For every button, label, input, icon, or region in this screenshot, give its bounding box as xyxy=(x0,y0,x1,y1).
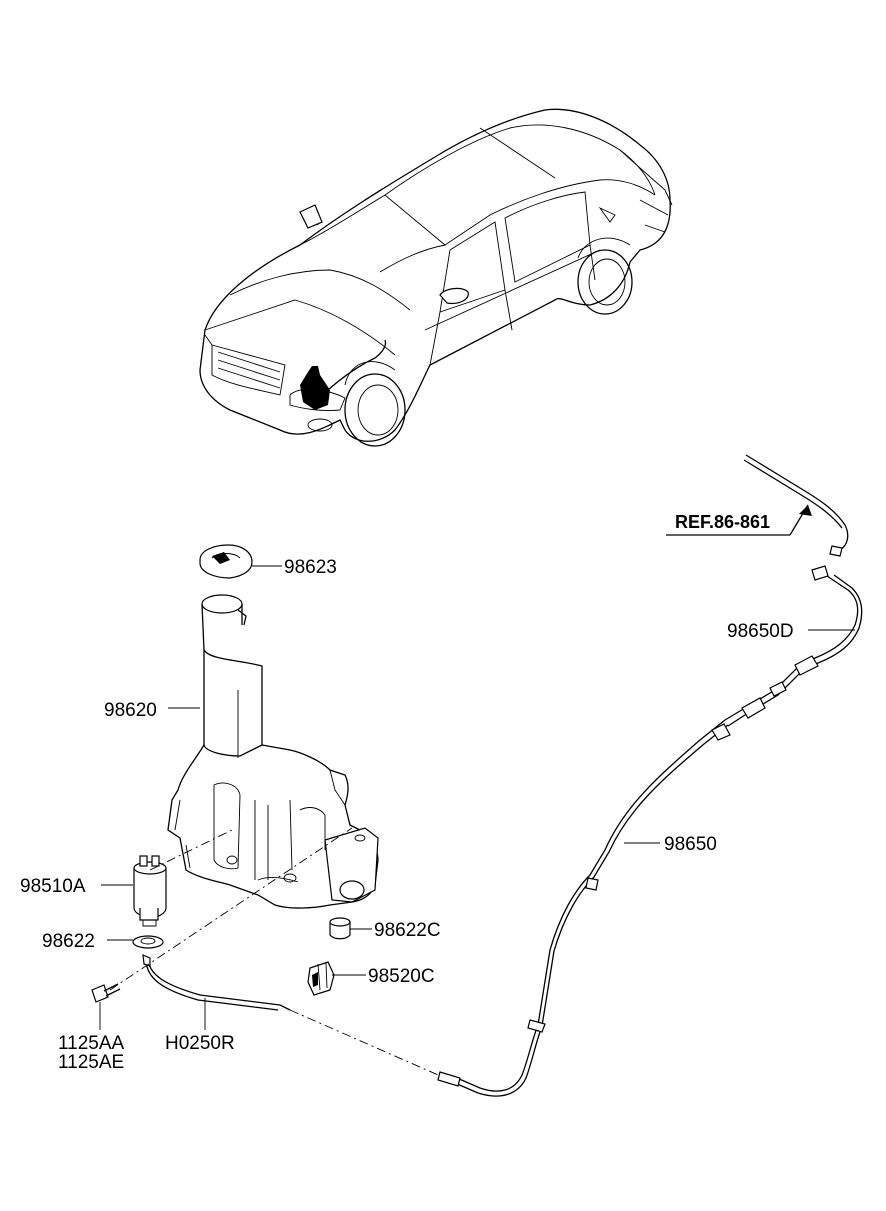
label-1125AE: 1125AE xyxy=(58,1052,124,1073)
label-98622: 98622 xyxy=(42,931,95,952)
ref-label: REF.86-861 xyxy=(675,512,770,532)
washer-reservoir xyxy=(167,594,379,909)
upper-washer-hose xyxy=(724,565,863,727)
label-98623: 98623 xyxy=(284,557,337,578)
pump-grommet xyxy=(107,935,164,949)
label-98650D: 98650D xyxy=(727,621,794,642)
assembly-center-lines xyxy=(109,827,446,1079)
reservoir-cap xyxy=(199,544,282,579)
level-sensor xyxy=(307,961,366,996)
label-98650: 98650 xyxy=(664,834,717,855)
label-98620: 98620 xyxy=(104,700,157,721)
label-1125AA: 1125AA xyxy=(58,1033,125,1054)
short-hose xyxy=(142,954,291,1030)
reference-callout xyxy=(666,454,849,557)
level-sensor-plug xyxy=(329,917,372,940)
washer-pump xyxy=(101,855,167,927)
label-98622C: 98622C xyxy=(374,920,441,941)
label-98520C: 98520C xyxy=(368,966,435,987)
car-illustration xyxy=(199,108,673,447)
main-washer-hose xyxy=(437,719,731,1097)
label-98510A: 98510A xyxy=(20,876,86,897)
mounting-bolt xyxy=(91,983,121,1030)
label-H0250R: H0250R xyxy=(165,1033,235,1054)
